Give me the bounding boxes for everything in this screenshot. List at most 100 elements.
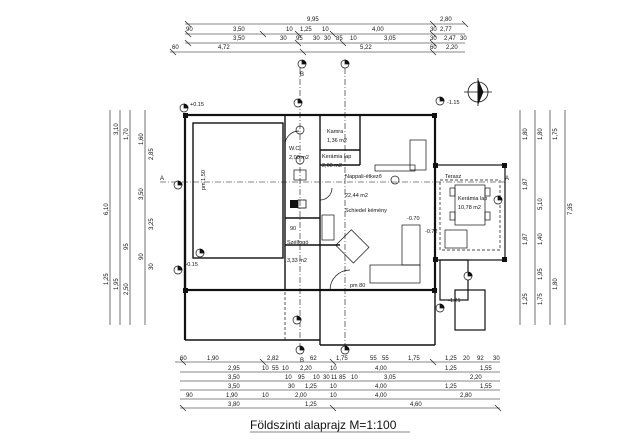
dim-top-4-1: 4,72 <box>218 45 230 51</box>
dim-top-3-1: 30 <box>280 36 287 42</box>
dim-top-2-2: 10 <box>286 27 293 33</box>
dim-bot-3-7: 10 <box>351 375 358 381</box>
chimney-label: Schiedel kémény <box>345 208 387 214</box>
dim-bot-3-2: 95 <box>298 375 305 381</box>
dim-top-3-8: 30 <box>430 36 437 42</box>
dim-top-3-10: 30 <box>460 36 467 42</box>
dim-left-3: 1,60 <box>139 133 145 145</box>
dim-bot-5-2: 10 <box>262 393 269 399</box>
dim-top-4-2: 5,22 <box>360 45 372 51</box>
dim-top-1-0: 9,95 <box>307 17 319 23</box>
dim-bot-5-5: 4,00 <box>375 393 387 399</box>
level-label-4: -0.72 <box>425 229 438 235</box>
dim-right-11: 1,75 <box>538 293 544 305</box>
dim-left-5: 3,25 <box>149 218 155 230</box>
dim-bot-3-5: 11 <box>331 375 338 381</box>
dim-bot-1-4: 1,75 <box>336 356 348 362</box>
dim-bot-3-6: 85 <box>339 375 346 381</box>
dim-left-2: 1,70 <box>124 128 130 140</box>
level-label-1: +0.15 <box>190 102 204 108</box>
dim-top-3-3: 30 <box>313 36 320 42</box>
room-name-living: Nappali-étkező <box>345 174 382 180</box>
section-marker-b-bottom: B <box>300 358 304 364</box>
dim-top-4-0: 60 <box>172 45 179 51</box>
dim-bot-1-5: 55 <box>370 356 377 362</box>
dim-top-2-1: 3,50 <box>233 27 245 33</box>
dim-bot-4-1: 30 <box>288 384 295 390</box>
north-arrow-icon <box>464 78 492 106</box>
room-name-terrace-floor: Kerámia lap <box>458 196 487 202</box>
dim-top-3-5: 85 <box>336 36 343 42</box>
dim-right-9: 1,80 <box>553 278 559 290</box>
room-area-kamra: 1,36 m2 <box>327 138 347 144</box>
dim-bot-5-3: 2,00 <box>295 393 307 399</box>
dim-bot-2-7: 1,25 <box>445 366 457 372</box>
dim-right-10: 1,25 <box>523 293 529 305</box>
dim-bot-1-0: 60 <box>180 356 187 362</box>
room-area-wc: 2,00 m2 <box>289 155 309 161</box>
dim-left-8: 1,95 <box>114 278 120 290</box>
dim-top-3-0: 3,50 <box>233 36 245 42</box>
level-marker-icons <box>173 59 503 355</box>
dim-top-3-7: 3,05 <box>384 36 396 42</box>
dim-bot-5-4: 10 <box>330 393 337 399</box>
pm-label-garage: pm 1,50 <box>201 170 207 190</box>
dim-bot-1-7: 1,75 <box>408 356 420 362</box>
room-area-terrace-floor: 10,78 m2 <box>458 205 481 211</box>
dim-bot-1-3: 62 <box>310 356 317 362</box>
room-name-wc: W.C. <box>289 146 301 152</box>
dim-bot-2-2: 55 <box>272 366 279 372</box>
dim-top-2-6: 30 <box>430 27 437 33</box>
dim-left-6: 3,50 <box>139 188 145 200</box>
level-label-2: -1.15 <box>447 100 460 106</box>
dim-bot-5-1: 1,90 <box>226 393 238 399</box>
dim-right-4: 5,10 <box>538 198 544 210</box>
dim-bot-5-0: 90 <box>186 393 193 399</box>
dim-bot-3-3: 10 <box>313 375 320 381</box>
room-name-vestibule: Szélfogó <box>287 240 308 246</box>
dim-bot-3-1: 10 <box>285 375 292 381</box>
dim-right-6: 1,87 <box>523 233 529 245</box>
level-label-3: -0.70 <box>407 216 420 222</box>
dim-left-0: 6,10 <box>104 203 110 215</box>
dim-bot-3-9: 2,20 <box>470 375 482 381</box>
dim-bot-3-8: 3,05 <box>384 375 396 381</box>
dim-bot-6-2: 4,60 <box>410 402 422 408</box>
room-name-floor-2: Kerámia lap <box>322 154 351 160</box>
room-area-living: 22,44 m2 <box>345 193 368 199</box>
dim-top-3-4: 30 <box>324 36 331 42</box>
dim-bot-1-1: 1,90 <box>207 356 219 362</box>
dim-right-7: 1,40 <box>538 233 544 245</box>
dim-right-2: 1,80 <box>538 128 544 140</box>
dim-bot-2-6: 4,00 <box>375 366 387 372</box>
dim-bot-6-1: 1,25 <box>305 402 317 408</box>
dim-top-1-1: 2,80 <box>440 17 452 23</box>
room-area-floor-2: 2,00 m2 <box>322 163 342 169</box>
room-name-kamra: Kamra <box>327 129 344 135</box>
dim-bot-4-3: 10 <box>330 384 337 390</box>
dim-right-3: 1,87 <box>523 178 529 190</box>
dim-right-1: 1,75 <box>553 128 559 140</box>
level-label-5: -1.21 <box>448 298 461 304</box>
dim-bot-2-1: 10 <box>262 366 269 372</box>
dim-left-10: 90 <box>139 253 145 260</box>
dim-bot-1-10: 92 <box>477 356 484 362</box>
dim-bot-1-8: 1,25 <box>445 356 457 362</box>
section-marker-a-right: A <box>505 176 509 182</box>
dim-bot-3-4: 30 <box>323 375 330 381</box>
dim-left-9: 2,50 <box>124 283 130 295</box>
dim-bot-1-9: 20 <box>463 356 470 362</box>
dim-top-3-6: 10 <box>350 36 357 42</box>
dim-top-2-5: 4,00 <box>372 27 384 33</box>
dim-top-2-7: 2,77 <box>440 27 452 33</box>
pm-label-living: pm 80 <box>350 283 365 289</box>
dim-top-4-4: 2,20 <box>446 45 458 51</box>
dim-right-0: 1,80 <box>523 128 529 140</box>
dim-bot-3-0: 3,50 <box>228 375 240 381</box>
dim-bot-4-0: 3,50 <box>228 384 240 390</box>
dim-bot-1-6: 55 <box>382 356 389 362</box>
dim-bot-5-6: 2,80 <box>460 393 472 399</box>
room-area-vestibule: 3,33 m2 <box>287 258 307 264</box>
dim-left-11: 30 <box>149 263 155 270</box>
